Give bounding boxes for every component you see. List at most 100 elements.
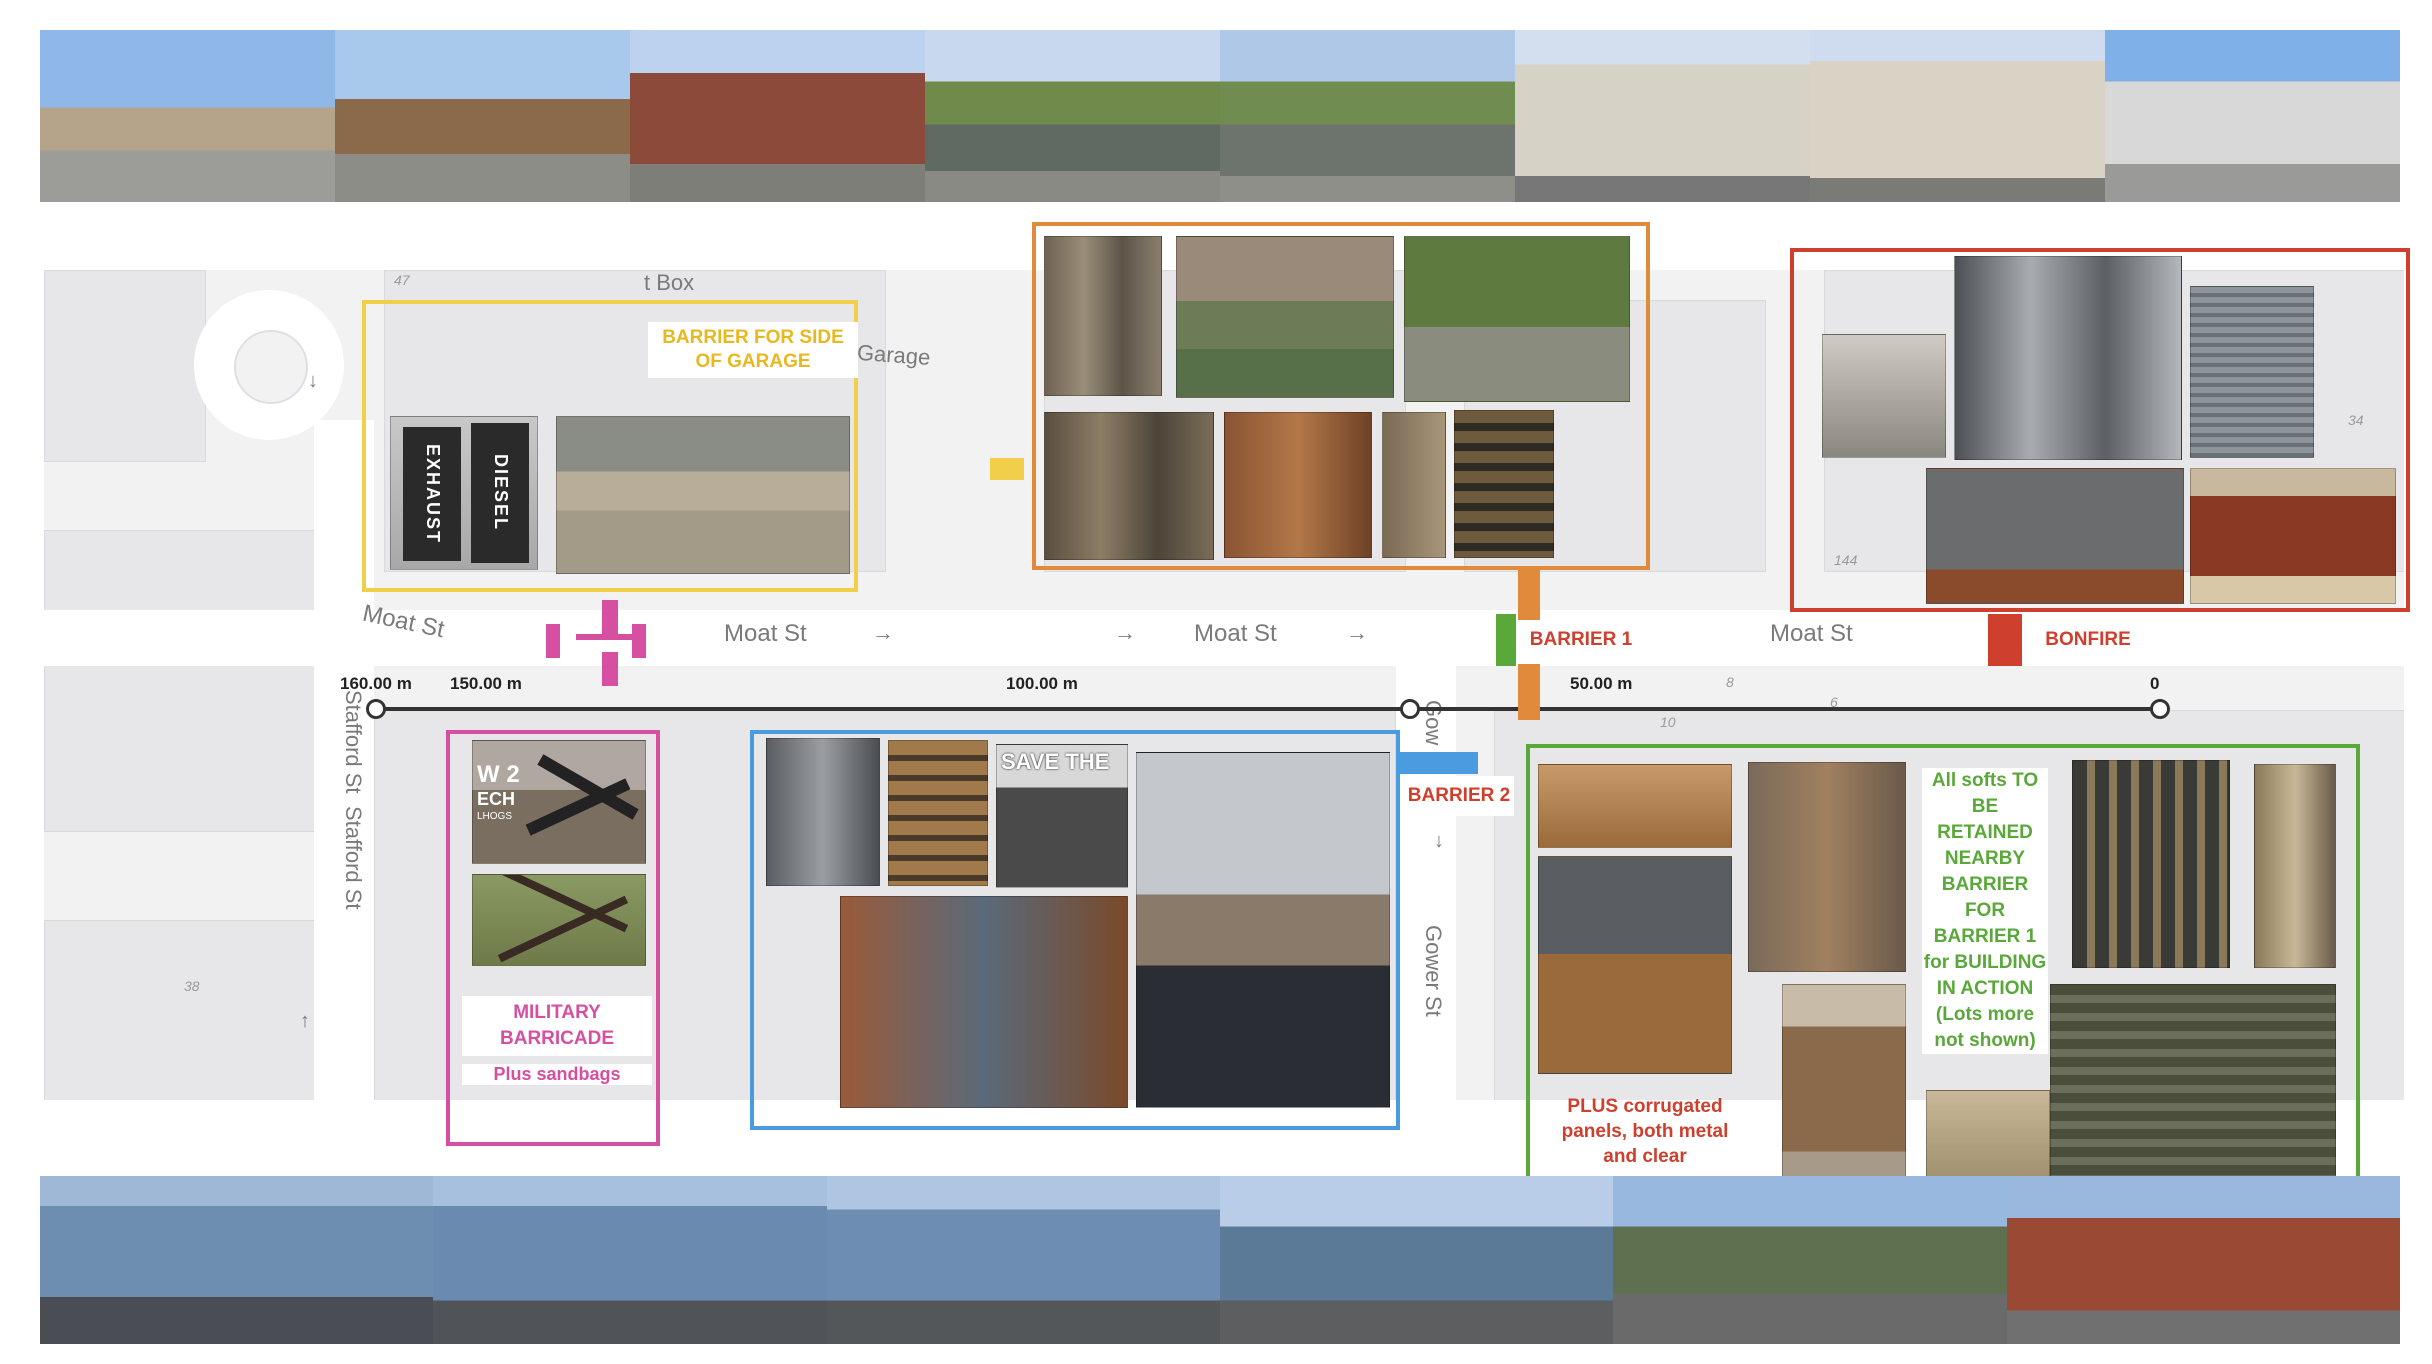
barrier1-label: BARRIER 1 (1516, 620, 1646, 660)
bed-with-mattress-photo (1538, 856, 1732, 1074)
one-way-arrow-icon: → (872, 620, 894, 645)
street-label-stafford-st: Stafford St (341, 806, 366, 910)
bonfire-label: BONFIRE (2028, 620, 2148, 660)
street-label-stafford-st: Stafford St (341, 690, 366, 794)
street-photo (1613, 1176, 2007, 1344)
scale-bar-end-marker (2150, 699, 2170, 719)
street-photo (433, 1176, 827, 1344)
military-barricade-frame (446, 730, 660, 1146)
filled-barrels-photo (1136, 752, 1390, 1108)
street-label-moat-st: Moat St (724, 620, 807, 647)
house-number: 6 (1830, 694, 1838, 710)
house-number: 38 (184, 978, 200, 994)
house-number: 10 (1660, 714, 1676, 730)
metal-tank-photo (1822, 334, 1946, 458)
street-label-moat-st: Moat St (1194, 620, 1277, 647)
map-block (44, 270, 206, 462)
softs-retained-label: All softs TO BE RETAINED NEARBY BARRIER … (1922, 768, 2048, 1054)
door-photo (1382, 412, 1446, 558)
poster-text: LHOGS (477, 811, 513, 822)
wooden-panels-photo (1044, 412, 1214, 560)
corrugated-panels-label: PLUS corrugated panels, both metal and c… (1561, 1096, 1729, 1167)
pallet-stack-photo (1454, 410, 1554, 558)
czech-hedgehog-photo: W 2 ECH LHOGS (472, 740, 646, 864)
map-block (44, 920, 326, 1100)
timber-doors-photo (1044, 236, 1162, 396)
street-photo (1515, 30, 1810, 202)
beer-kegs-photo (1954, 256, 2182, 460)
bed-frame-photo (2190, 468, 2396, 604)
headboard-photo (1538, 764, 1732, 848)
barrier1-line-bottom (1518, 664, 1540, 720)
exhaust-diesel-signs-photo: EXHAUST DIESEL (390, 416, 538, 570)
street-photo (630, 30, 925, 202)
exhaust-sign: EXHAUST (403, 427, 461, 561)
diesel-sign: DIESEL (471, 423, 529, 563)
barrier1-materials-frame (1032, 222, 1650, 570)
bonfire-materials-frame (1790, 248, 2410, 612)
poster-text: SAVE THE (1001, 749, 1110, 774)
street-photo (925, 30, 1220, 202)
scale-bar-line (375, 707, 2165, 711)
barrels-bw-photo: SAVE THE (996, 744, 1128, 888)
house-number: 8 (1726, 674, 1734, 690)
garage-barrier-label: BARRIER FOR SIDE OF GARAGE (648, 322, 858, 378)
scale-tick-label: 100.00 m (1006, 674, 1078, 693)
barrier2-materials-frame (750, 730, 1400, 1130)
pink-barrier-marker (602, 652, 618, 686)
street-photo (2006, 1176, 2400, 1344)
barrier2-label: BARRIER 2 (1404, 776, 1514, 816)
scrap-metal-photo (766, 738, 880, 886)
house-number: 34 (2348, 412, 2364, 428)
street-photo (40, 30, 335, 202)
street-photo (1810, 30, 2105, 202)
pink-barrier-marker (576, 634, 644, 640)
street-photo (2105, 30, 2400, 202)
house-number: 47 (394, 272, 410, 288)
cabinet-photo (1224, 412, 1372, 558)
metal-bench-photo (1176, 236, 1394, 398)
scale-bar-mid-marker (1400, 699, 1420, 719)
street-label-gower-st: Gower St (1421, 925, 1446, 1017)
one-way-arrow-icon: → (1114, 620, 1136, 645)
barrier1-line-top (1518, 566, 1540, 622)
poi-label: t Box (644, 270, 695, 295)
pink-barrier-marker (632, 624, 646, 658)
barrier1-green-marker (1496, 614, 1516, 666)
street-photo (1219, 1176, 1614, 1344)
one-way-arrow-icon: ↑ (300, 1010, 310, 1032)
poster-text: W 2 (477, 761, 520, 788)
scale-tick-label: 0 (2150, 674, 2160, 693)
street-photo (335, 30, 630, 202)
plus-sandbags-label: Plus sandbags (462, 1064, 652, 1085)
one-way-arrow-icon: ↓ (1434, 830, 1444, 852)
poster-text: ECH (477, 789, 516, 809)
bottom-street-panorama (40, 1176, 2400, 1344)
barrier2-marker (1400, 752, 1478, 774)
timber-posts-photo (2072, 760, 2230, 968)
garage-barrier-frame (362, 300, 858, 592)
one-way-arrow-icon: → (1346, 620, 1368, 645)
wooden-bench-photo (556, 416, 850, 574)
scale-tick-label: 160.00 m (340, 674, 412, 693)
scale-tick-label: 150.00 m (450, 674, 522, 693)
corrugated-drum-photo (2190, 286, 2314, 458)
top-street-panorama (40, 30, 2400, 202)
garage-barrier-marker (990, 458, 1024, 480)
military-barricade-label: MILITARY BARRICADE (462, 996, 652, 1056)
map-block (44, 530, 326, 832)
street-photo (40, 1176, 434, 1344)
planks-photo (2254, 764, 2336, 968)
pink-barrier-marker (602, 600, 618, 634)
pink-barrier-marker (546, 624, 560, 658)
house-number: 144 (1834, 552, 1858, 568)
roundabout-centre (234, 330, 308, 404)
street-photo (826, 1176, 1220, 1344)
mattress-frame-photo (1926, 468, 2184, 604)
hedgehog-field-photo (472, 874, 646, 966)
bonfire-marker (1988, 614, 2022, 666)
one-way-arrow-icon: ↓ (308, 370, 318, 392)
scale-tick-label: 50.00 m (1570, 674, 1633, 693)
park-bench-photo (1404, 236, 1630, 402)
rusty-drums-photo (840, 896, 1128, 1108)
